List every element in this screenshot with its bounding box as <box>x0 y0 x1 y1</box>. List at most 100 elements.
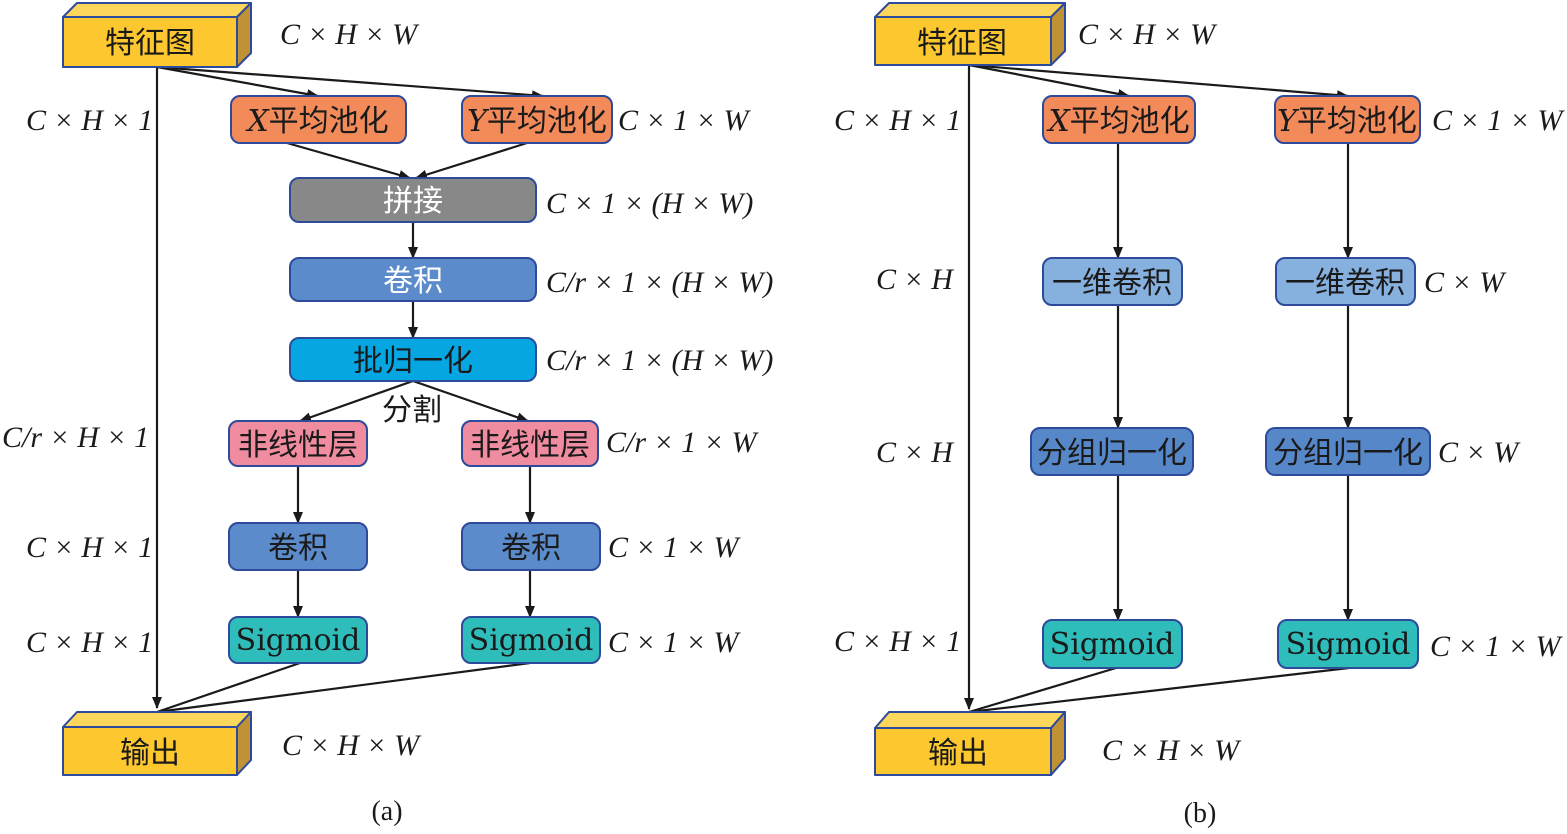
x-pool-dim: C × H × 1 <box>26 104 153 137</box>
panel-a-conv-left-node: 卷积 <box>228 522 368 571</box>
x-pool-prefix: X <box>245 104 270 139</box>
x-pool-label: X平均池化 <box>245 104 388 139</box>
output-label: 输出 <box>120 736 180 771</box>
y-pool-prefix: Y <box>467 104 490 139</box>
panel-b-output-cube: 输出 <box>874 711 1066 776</box>
x-pool-prefix: X <box>1046 104 1071 139</box>
conv1d-right-label: 一维卷积 <box>1285 266 1405 301</box>
panel-a-x-pool-node: X平均池化 <box>230 95 407 144</box>
edge-input-to-ypool <box>156 65 544 101</box>
nonlinear-right-label: 非线性层 <box>470 428 590 463</box>
panel-b-y-pool-node: Y平均池化 <box>1274 95 1421 144</box>
y-pool-box <box>1274 95 1421 144</box>
groupnorm-right-box <box>1265 427 1431 476</box>
cube-top-face <box>62 2 252 18</box>
edge-bn-to-nonlinear-right <box>412 379 529 423</box>
panel-b-input-cube: 特征图 <box>874 2 1066 66</box>
edge-sigmoid-right-to-output <box>968 666 1350 714</box>
panel-b-sigmoid-left-node: Sigmoid <box>1042 619 1183 669</box>
y-pool-text: 平均池化 <box>1297 104 1417 139</box>
conv-right-dim: C × 1 × W <box>608 531 741 564</box>
sigmoid-right-box <box>461 616 601 664</box>
panel-a-y-pool-node: Y平均池化 <box>461 95 613 144</box>
x-pool-box <box>230 95 407 144</box>
sigmoid-left-dim: C × H × 1 <box>26 626 153 659</box>
groupnorm-left-label: 分组归一化 <box>1037 436 1187 471</box>
panel-b-groupnorm-left-node: 分组归一化 <box>1030 427 1194 476</box>
panel-a-nonlinear-right-node: 非线性层 <box>461 420 599 467</box>
groupnorm-right-dim: C × W <box>1438 436 1521 469</box>
x-pool-text: 平均池化 <box>269 104 389 139</box>
input-dim: C × H × W <box>1078 18 1218 51</box>
sigmoid-right-dim: C × 1 × W <box>608 626 741 659</box>
y-pool-dim: C × 1 × W <box>618 104 751 137</box>
edge-input-to-xpool <box>968 63 1130 99</box>
panel-b-connectors <box>964 63 1353 714</box>
conv1d-left-box <box>1042 257 1183 306</box>
panel-a: 特征图 C × H × W X平均池化 C × H × 1 Y平均池化 C × … <box>2 2 773 827</box>
panel-a-conv-node: 卷积 <box>289 257 537 302</box>
split-label: 分割 <box>382 393 442 428</box>
output-dim: C × H × W <box>1102 734 1242 767</box>
panel-a-conv-right-node: 卷积 <box>461 522 601 571</box>
y-pool-label: Y平均池化 <box>467 104 607 139</box>
cube-top-face <box>874 2 1066 18</box>
cube-front-face <box>62 726 238 776</box>
sigmoid-left-box <box>228 616 368 664</box>
concat-dim: C × 1 × (H × W) <box>546 187 753 220</box>
nonlinear-left-box <box>228 420 368 467</box>
nonlinear-right-dim: C/r × 1 × W <box>606 426 760 459</box>
conv-left-box <box>228 522 368 571</box>
panel-a-sigmoid-right-node: Sigmoid <box>461 616 601 664</box>
input-dim: C × H × W <box>280 18 420 51</box>
concat-box <box>289 177 537 223</box>
panel-a-input-cube: 特征图 <box>62 2 252 68</box>
groupnorm-right-label: 分组归一化 <box>1273 436 1423 471</box>
output-label: 输出 <box>928 736 988 771</box>
conv1d-right-box <box>1275 257 1416 306</box>
x-pool-dim: C × H × 1 <box>834 104 961 137</box>
input-label: 特征图 <box>917 26 1007 61</box>
x-pool-box <box>1042 95 1196 144</box>
panel-a-batchnorm-node: 批归一化 <box>289 337 537 382</box>
conv-right-label: 卷积 <box>501 531 561 566</box>
edge-input-to-ypool <box>968 63 1349 101</box>
y-pool-box <box>461 95 613 144</box>
panel-b-caption: (b) <box>1184 798 1217 829</box>
conv-label: 卷积 <box>383 264 443 299</box>
edge-bn-to-nonlinear-left <box>299 379 414 423</box>
y-pool-text: 平均池化 <box>487 104 607 139</box>
groupnorm-left-box <box>1030 427 1194 476</box>
output-dim: C × H × W <box>282 729 422 762</box>
panel-b-x-pool-node: X平均池化 <box>1042 95 1196 144</box>
sigmoid-left-label: Sigmoid <box>1050 627 1175 662</box>
sigmoid-left-label: Sigmoid <box>236 623 361 658</box>
sigmoid-right-label: Sigmoid <box>1286 627 1411 662</box>
y-pool-label: Y平均池化 <box>1277 104 1417 139</box>
panel-a-nonlinear-left-node: 非线性层 <box>228 420 368 467</box>
edge-sigmoid-right-to-output <box>156 661 531 714</box>
x-pool-label: X平均池化 <box>1046 104 1189 139</box>
conv-left-dim: C × H × 1 <box>26 531 153 564</box>
conv1d-right-dim: C × W <box>1424 266 1507 299</box>
panel-b-sigmoid-right-node: Sigmoid <box>1277 619 1419 669</box>
conv1d-left-label: 一维卷积 <box>1052 266 1172 301</box>
sigmoid-left-dim: C × H × 1 <box>834 625 961 658</box>
cube-top-face <box>874 711 1066 729</box>
panel-a-sigmoid-left-node: Sigmoid <box>228 616 368 664</box>
sigmoid-left-box <box>1042 619 1183 669</box>
edge-sigmoid-left-to-output <box>968 666 1117 714</box>
cube-front-face <box>874 16 1052 66</box>
batchnorm-dim: C/r × 1 × (H × W) <box>546 344 773 377</box>
conv-dim: C/r × 1 × (H × W) <box>546 266 773 299</box>
conv-left-label: 卷积 <box>268 531 328 566</box>
edge-sigmoid-left-to-output <box>156 661 301 714</box>
panel-b-conv1d-right-node: 一维卷积 <box>1275 257 1416 306</box>
edge-xpool-to-concat <box>286 141 411 180</box>
conv-right-box <box>461 522 601 571</box>
edge-input-to-xpool <box>156 65 319 99</box>
nonlinear-left-dim: C/r × H × 1 <box>2 421 149 454</box>
concat-label: 拼接 <box>383 184 443 219</box>
cube-front-face <box>874 727 1052 776</box>
edge-ypool-to-concat <box>415 141 528 180</box>
